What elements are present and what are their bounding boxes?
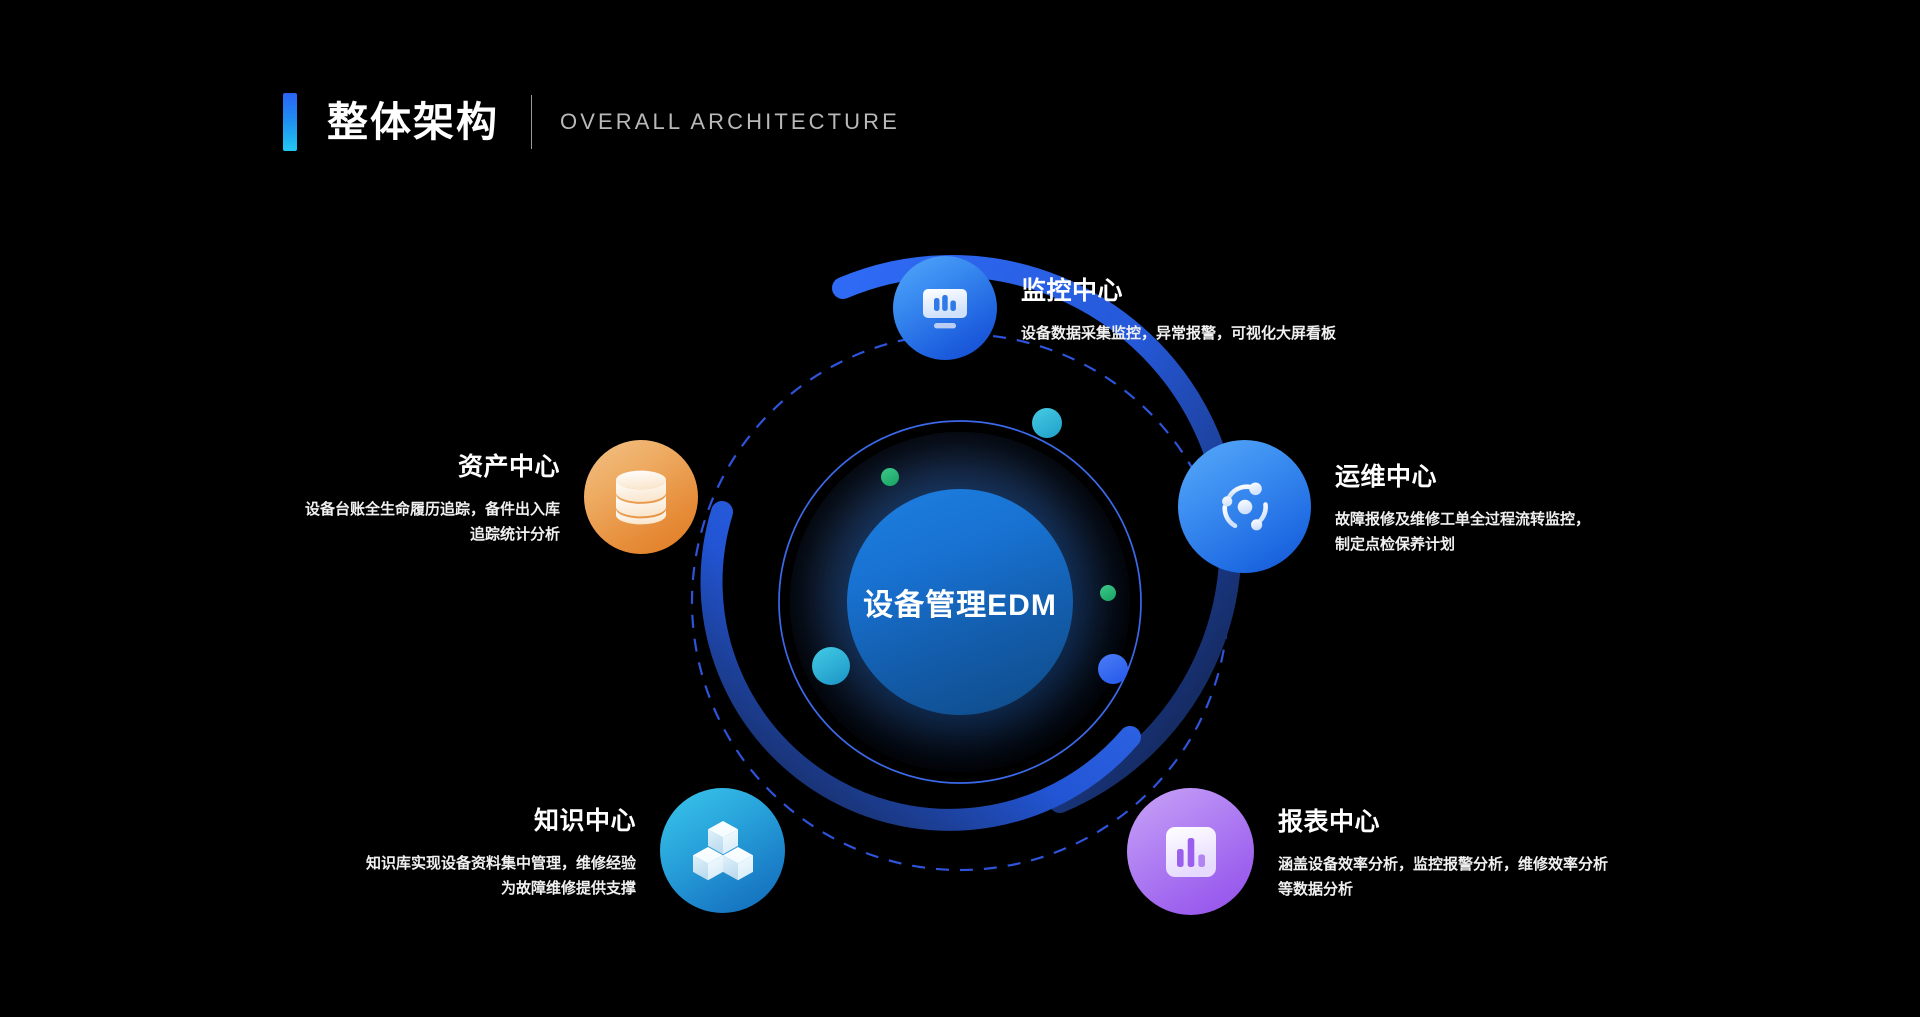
orbit-dot-blue-right bbox=[1098, 654, 1128, 684]
node-knowledge-text: 知识中心 知识库实现设备资料集中管理，维修经验 为故障维修提供支撑 bbox=[366, 801, 636, 901]
page-subtitle: OVERALL ARCHITECTURE bbox=[560, 109, 900, 134]
node-ops-title: 运维中心 bbox=[1335, 462, 1438, 491]
workflow-nodes-icon bbox=[1178, 440, 1311, 573]
desc-line: 等数据分析 bbox=[1278, 880, 1354, 898]
page-header: 整体架构 OVERALL ARCHITECTURE bbox=[283, 93, 900, 151]
orbit-dot-green-left bbox=[881, 468, 899, 486]
cubes-3d-icon bbox=[660, 788, 786, 913]
node-monitor-text: 监控中心 设备数据采集监控，异常报警，可视化大屏看板 bbox=[1021, 271, 1336, 346]
bar-chart-icon bbox=[1127, 788, 1254, 915]
desc-line: 故障报修及维修工单全过程流转监控， bbox=[1335, 510, 1591, 528]
node-knowledge-title: 知识中心 bbox=[534, 806, 637, 835]
node-monitor[interactable]: 监控中心 设备数据采集监控，异常报警，可视化大屏看板 bbox=[893, 256, 1336, 360]
desc-line: 知识库实现设备资料集中管理，维修经验 bbox=[366, 854, 637, 872]
node-ops-text: 运维中心 故障报修及维修工单全过程流转监控， 制定点检保养计划 bbox=[1335, 457, 1590, 557]
node-ops[interactable]: 运维中心 故障报修及维修工单全过程流转监控， 制定点检保养计划 bbox=[1178, 440, 1590, 573]
desc-line: 设备台账全生命履历追踪，备件出入库 bbox=[305, 501, 561, 518]
database-icon bbox=[584, 440, 699, 554]
node-asset-title: 资产中心 bbox=[458, 453, 561, 481]
desc-line: 追踪统计分析 bbox=[470, 526, 561, 543]
node-monitor-desc: 设备数据采集监控，异常报警，可视化大屏看板 bbox=[1021, 321, 1336, 346]
core-label: 设备管理EDM bbox=[863, 589, 1057, 622]
page-title: 整体架构 bbox=[327, 99, 499, 145]
orbit-dot-green-right bbox=[1100, 585, 1116, 601]
monitor-dashboard-icon bbox=[893, 256, 997, 360]
desc-line: 设备数据采集监控，异常报警，可视化大屏看板 bbox=[1021, 324, 1337, 342]
thin-orbit-ring bbox=[778, 420, 1142, 784]
node-ops-desc: 故障报修及维修工单全过程流转监控， 制定点检保养计划 bbox=[1335, 507, 1590, 557]
desc-line: 涵盖设备效率分析，监控报警分析，维修效率分析 bbox=[1278, 855, 1609, 873]
desc-line: 为故障维修提供支撑 bbox=[501, 879, 637, 897]
node-knowledge[interactable]: 知识中心 知识库实现设备资料集中管理，维修经验 为故障维修提供支撑 bbox=[366, 788, 786, 913]
node-report-desc: 涵盖设备效率分析，监控报警分析，维修效率分析 等数据分析 bbox=[1278, 852, 1608, 902]
node-asset[interactable]: 资产中心 设备台账全生命履历追踪，备件出入库 追踪统计分析 bbox=[305, 440, 699, 554]
node-asset-desc: 设备台账全生命履历追踪，备件出入库 追踪统计分析 bbox=[305, 497, 560, 547]
node-monitor-title: 监控中心 bbox=[1021, 276, 1124, 305]
orbit-dot-cyan-bottom bbox=[812, 647, 850, 685]
orbit-arc-left bbox=[700, 501, 1141, 831]
node-knowledge-desc: 知识库实现设备资料集中管理，维修经验 为故障维修提供支撑 bbox=[366, 851, 636, 901]
desc-line: 制定点检保养计划 bbox=[1335, 535, 1456, 553]
architecture-diagram: 设备管理EDM bbox=[660, 255, 1260, 902]
accent-bar bbox=[283, 93, 297, 151]
node-asset-text: 资产中心 设备台账全生命履历追踪，备件出入库 追踪统计分析 bbox=[305, 447, 560, 547]
orbit-dot-cyan-top bbox=[1032, 408, 1062, 438]
node-report-text: 报表中心 涵盖设备效率分析，监控报警分析，维修效率分析 等数据分析 bbox=[1278, 802, 1608, 902]
title-divider bbox=[531, 95, 532, 149]
node-report[interactable]: 报表中心 涵盖设备效率分析，监控报警分析，维修效率分析 等数据分析 bbox=[1127, 788, 1608, 915]
core-sphere[interactable]: 设备管理EDM bbox=[847, 489, 1073, 715]
node-report-title: 报表中心 bbox=[1278, 807, 1381, 836]
